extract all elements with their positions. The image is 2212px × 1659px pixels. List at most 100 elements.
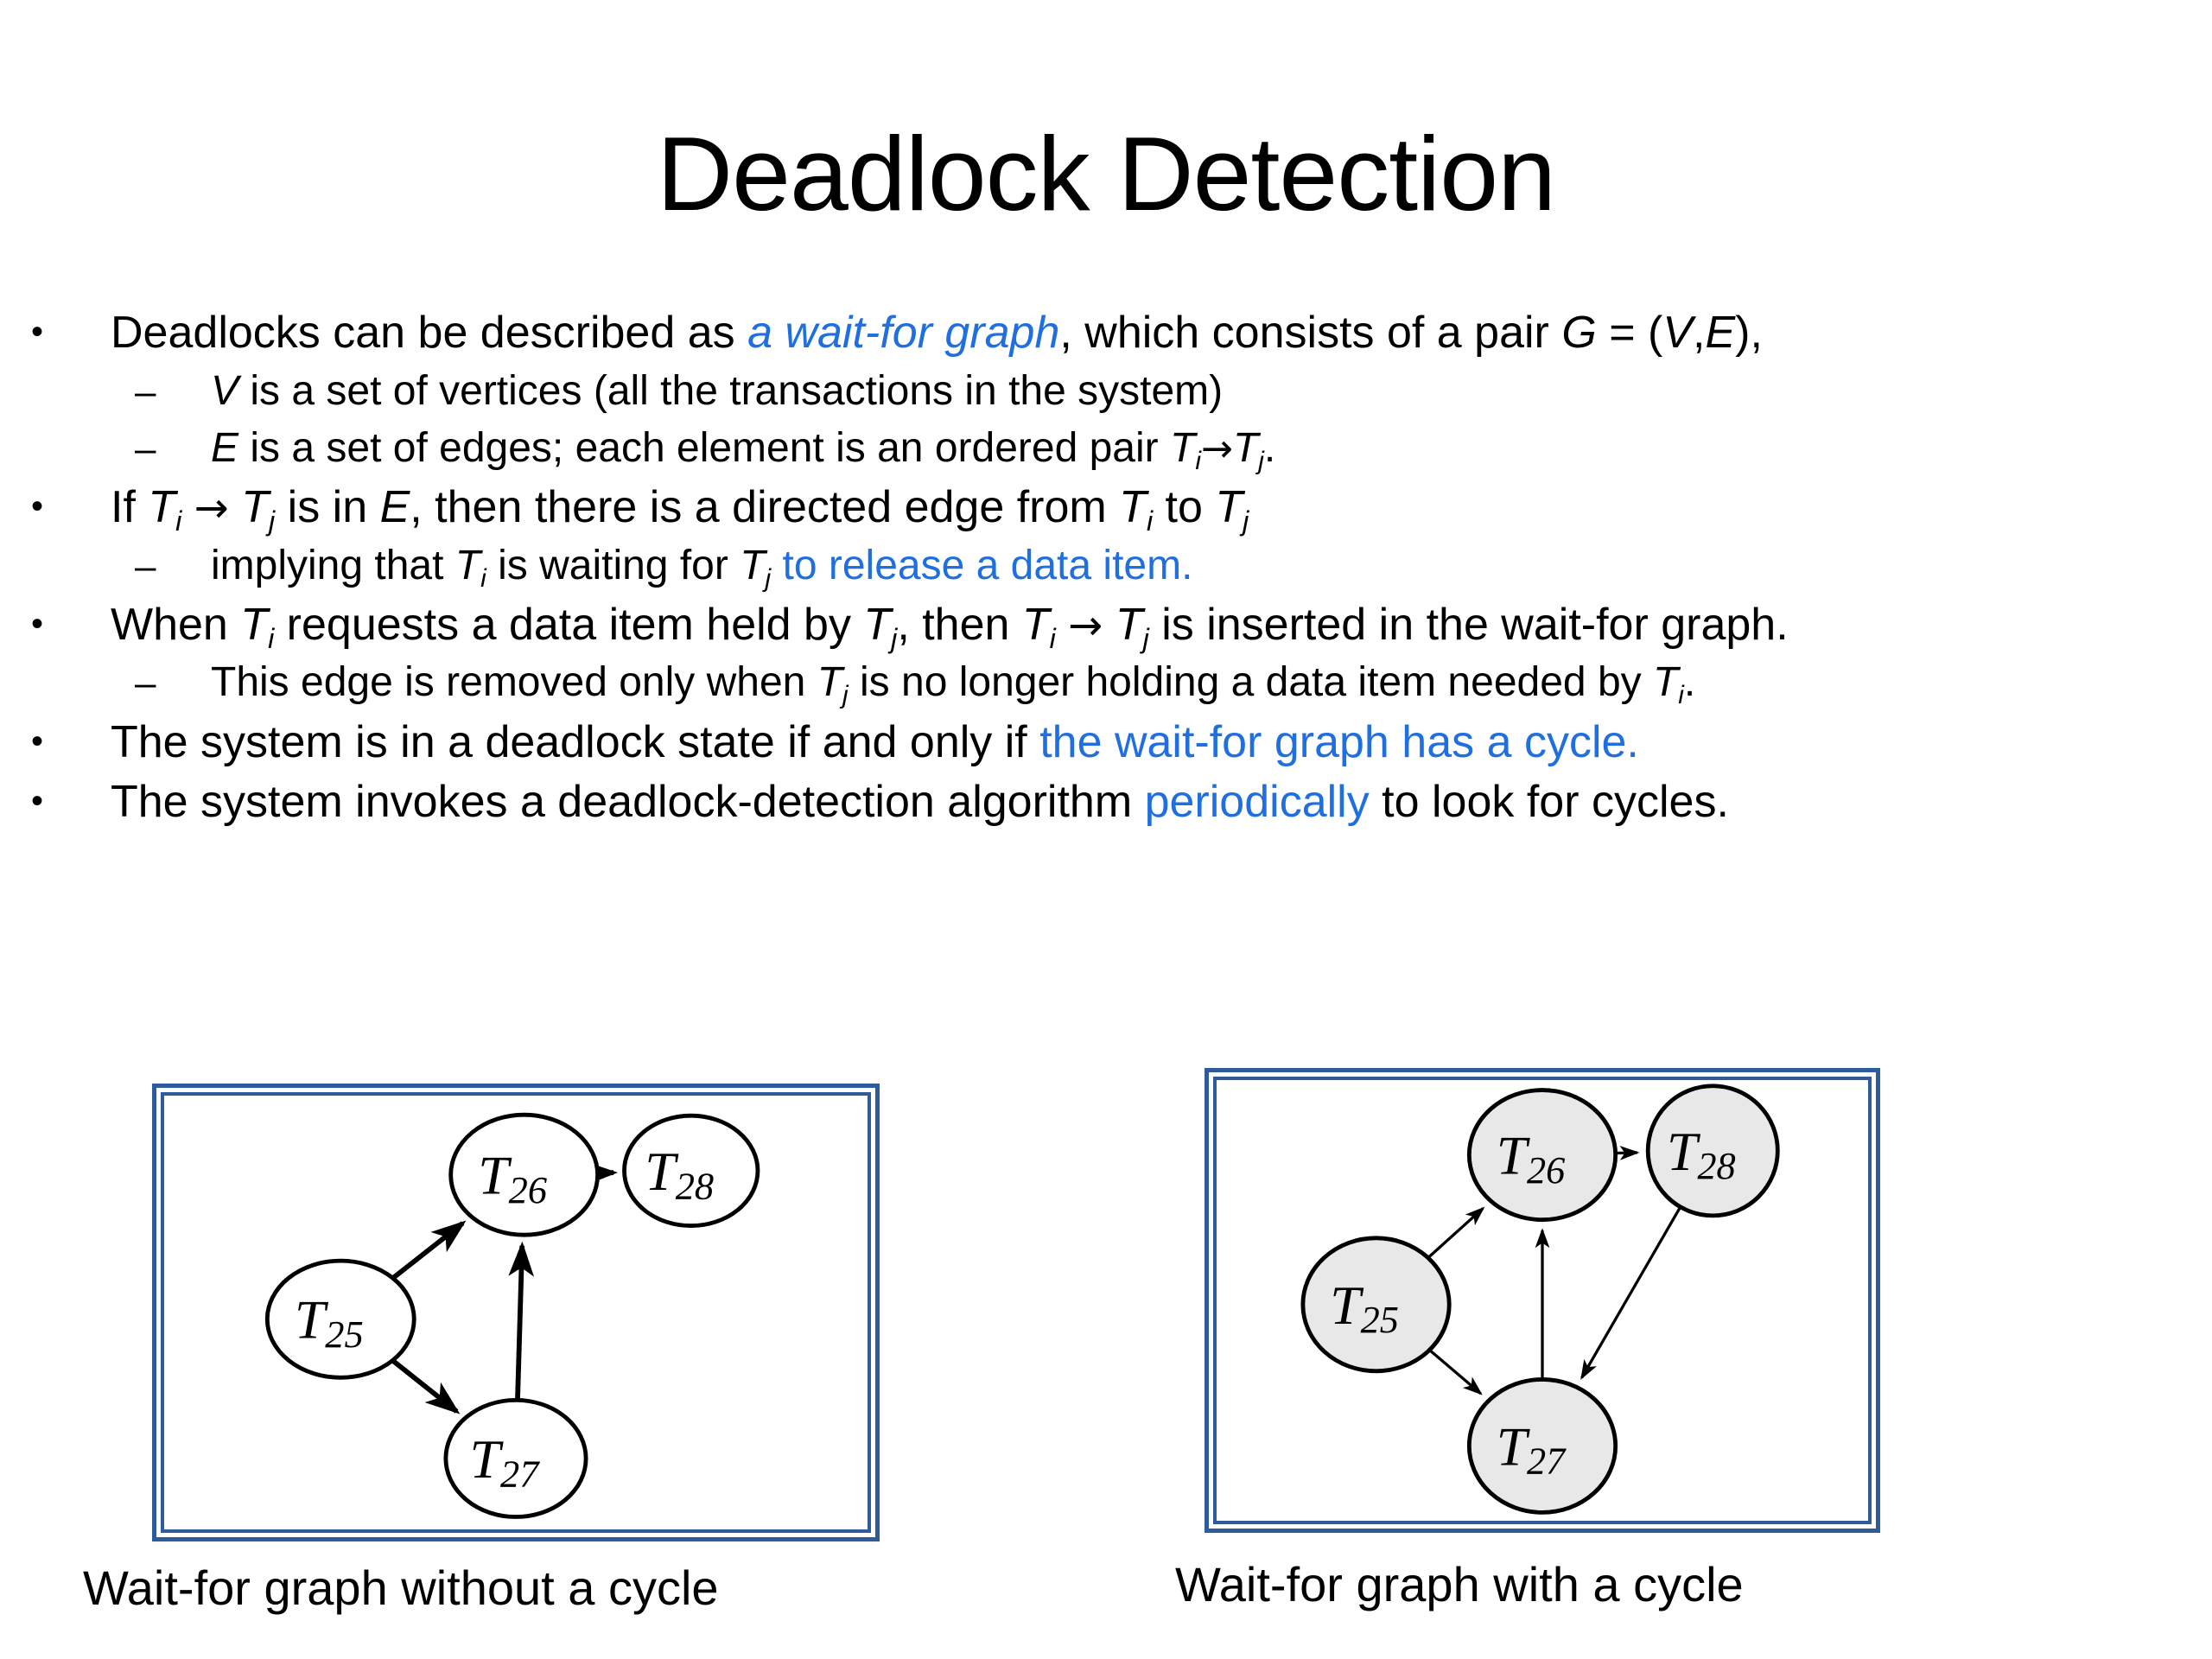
b3s1-t1: T — [817, 659, 843, 706]
graph-node-T26: T26 — [1466, 1088, 1618, 1223]
b4-part0: The system is in a deadlock state if and… — [111, 716, 1040, 767]
bullet-marker: • — [31, 313, 44, 351]
node-shape — [448, 1112, 601, 1237]
page-title: Deadlock Detection — [657, 115, 1556, 232]
b1s2-t1: T — [1169, 424, 1196, 471]
node-label-T27: T27 — [1497, 1415, 1567, 1482]
b1-var-e: E — [1705, 308, 1736, 358]
node-label-T28: T28 — [645, 1140, 714, 1207]
b5-part0: The system invokes a deadlock-detection … — [111, 777, 1145, 828]
b3-sub1: i — [268, 622, 275, 654]
node-label-base: T — [1667, 1120, 1701, 1181]
node-label-base: T — [470, 1427, 505, 1489]
node-label-base: T — [1330, 1274, 1364, 1335]
node-label-subscript: 25 — [325, 1313, 363, 1356]
b3s1-t2: T — [1652, 659, 1679, 706]
node-label-subscript: 26 — [1527, 1148, 1565, 1191]
b2-sub2: j — [269, 505, 276, 537]
graph-edge-T26-to-T28 — [1616, 1146, 1640, 1160]
node-label-T26: T26 — [478, 1144, 547, 1211]
bullet-marker: • — [31, 782, 44, 821]
node-label-subscript: 27 — [1527, 1440, 1567, 1482]
node-label-T25: T25 — [1330, 1274, 1399, 1340]
b3-sub3: i — [1049, 622, 1056, 654]
b2s1-t2: T — [740, 542, 766, 588]
b2s1-part0: implying that — [211, 542, 455, 588]
bullet-marker: – — [135, 544, 156, 588]
node-label-subscript: 28 — [676, 1164, 714, 1207]
graph-edge-T25-to-T27 — [1429, 1349, 1483, 1395]
bullet-text-1-sub-2: E is a set of edges; each element is an … — [211, 422, 1275, 475]
bullet-item-2: • If Ti → Tj is in E, then there is a di… — [16, 479, 2202, 537]
b2s1-part1: is waiting for — [486, 542, 741, 588]
b1-part4: , — [1693, 308, 1706, 358]
node-shape — [1466, 1377, 1618, 1515]
b3s1-sub1: j — [842, 681, 849, 710]
bullet-marker: • — [31, 721, 44, 760]
b2-sub3: i — [1146, 505, 1154, 537]
b2-t3: T — [1119, 482, 1147, 533]
bullet-list: • Deadlocks can be described as a wait-f… — [16, 304, 2202, 834]
bullet-item-4: • The system is in a deadlock state if a… — [16, 714, 2202, 772]
b2-part1: is in — [275, 482, 380, 533]
bullet-item-3-sub-1: – This edge is removed only when Tj is n… — [16, 656, 2202, 711]
bullet-marker: • — [31, 604, 44, 643]
b3-sub2: j — [891, 622, 898, 654]
b3-t2: T — [863, 599, 892, 650]
graph-edges — [1427, 1146, 1681, 1395]
node-shape — [1645, 1084, 1780, 1218]
bullet-marker: – — [135, 370, 156, 413]
b2-t2: T — [241, 482, 270, 533]
node-label-T27: T27 — [470, 1427, 541, 1495]
b1-var-g: G — [1561, 308, 1597, 358]
b5-link-periodically: periodically — [1144, 777, 1370, 828]
node-label-base: T — [478, 1144, 512, 1205]
b3s1-part2: . — [1683, 659, 1696, 706]
graph-node-T27: T27 — [1466, 1377, 1618, 1515]
b2s1-sub1: i — [480, 563, 486, 593]
b3-sub4: j — [1142, 622, 1149, 654]
b3-part1: requests a data item held by — [274, 599, 864, 650]
bullet-text-1: Deadlocks can be described as a wait-for… — [111, 304, 1763, 363]
node-label-subscript: 27 — [500, 1452, 540, 1495]
bullet-marker: • — [31, 487, 44, 526]
b1-part1: Deadlocks can be described as — [111, 308, 748, 358]
b2-t1: T — [148, 482, 176, 533]
bullet-item-1-sub-1: – V is a set of vertices (all the transa… — [16, 365, 2202, 420]
graph-edge-T27-to-T26 — [508, 1241, 535, 1400]
node-shape — [264, 1258, 416, 1380]
b1-part3: = ( — [1596, 308, 1663, 358]
b3s1-sub2: i — [1678, 681, 1684, 710]
node-shape — [443, 1397, 588, 1519]
bullet-item-1: • Deadlocks can be described as a wait-f… — [16, 304, 2202, 363]
node-label-T25: T25 — [295, 1288, 364, 1356]
figure-caption-right: Wait-for graph with a cycle — [1175, 1557, 1744, 1611]
node-label-subscript: 25 — [1361, 1299, 1399, 1341]
bullet-text-5: The system invokes a deadlock-detection … — [111, 773, 1729, 832]
b1s2-sub2: j — [1258, 446, 1264, 475]
b4-link-cycle: the wait-for graph has a cycle. — [1039, 716, 1639, 767]
bullet-text-3: When Ti requests a data item held by Tj,… — [111, 596, 1789, 655]
node-shape — [1300, 1236, 1452, 1374]
b1-part2: , which consists of a pair — [1059, 308, 1562, 358]
b5-part1: to look for cycles. — [1369, 777, 1729, 828]
graph-node-T26: T26 — [448, 1112, 601, 1237]
bullet-item-5: • The system invokes a deadlock-detectio… — [16, 773, 2202, 832]
arrow-icon: → — [1200, 426, 1233, 471]
node-label-base: T — [295, 1288, 329, 1350]
bullet-item-2-sub-1: – implying that Ti is waiting for Tj to … — [16, 539, 2202, 594]
b3-t3: T — [1021, 599, 1050, 650]
b1-part5: ), — [1735, 308, 1763, 358]
node-shape — [1466, 1088, 1618, 1223]
graph-node-T28: T28 — [1645, 1084, 1780, 1218]
graph-node-T28: T28 — [622, 1113, 760, 1229]
graph-node-T25: T25 — [1300, 1236, 1452, 1374]
graph-edge-T25-to-T27 — [391, 1358, 461, 1414]
graph-edge-T28-to-T27 — [1580, 1206, 1681, 1380]
bullet-text-2-sub-1: implying that Ti is waiting for Tj to re… — [211, 539, 1192, 593]
bullet-marker: – — [135, 427, 156, 470]
